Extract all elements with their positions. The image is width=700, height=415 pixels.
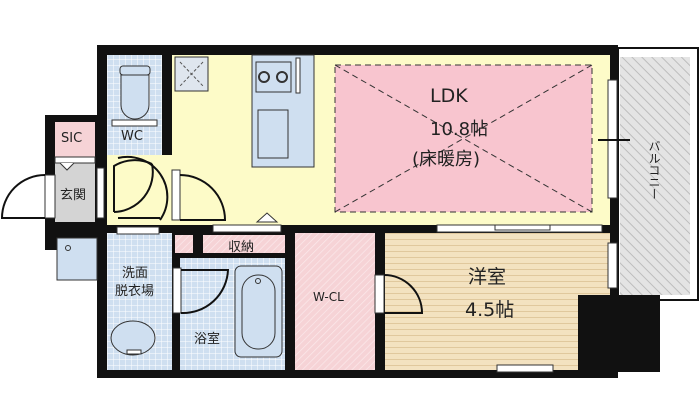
entrance-area: [55, 162, 95, 222]
washroom-label-1: 洗面: [122, 266, 149, 281]
sic-area: [55, 122, 95, 157]
pipe-space: [578, 295, 660, 372]
balcony-label: バルコニー: [647, 140, 661, 200]
walk-in-closet-area: [295, 233, 375, 370]
sink: [257, 109, 289, 159]
storage-area: [203, 235, 285, 253]
sic-label: SIC: [61, 131, 83, 146]
balcony-area: [620, 57, 690, 295]
washer-space: [56, 237, 98, 281]
storage-label: 収納: [228, 240, 255, 255]
washbasin: [110, 320, 156, 356]
ldk-size: 10.8帖: [430, 119, 489, 140]
washroom-label-2: 脱衣場: [115, 284, 155, 299]
walk-in-closet-label: W-CL: [313, 290, 344, 304]
ldk-label: LDK: [430, 85, 468, 107]
ldk-floor-heating: (床暖房): [412, 149, 481, 170]
stove: [255, 61, 292, 93]
western-room-label: 洋室: [468, 266, 507, 288]
wc-label: WC: [121, 129, 143, 144]
bath-label: 浴室: [194, 332, 221, 347]
western-room-size: 4.5帖: [465, 299, 515, 321]
western-room-area: [385, 233, 610, 370]
entrance-label: 玄関: [60, 188, 87, 203]
entrance-door: [0, 174, 46, 219]
floor-heating-area: [334, 64, 593, 213]
